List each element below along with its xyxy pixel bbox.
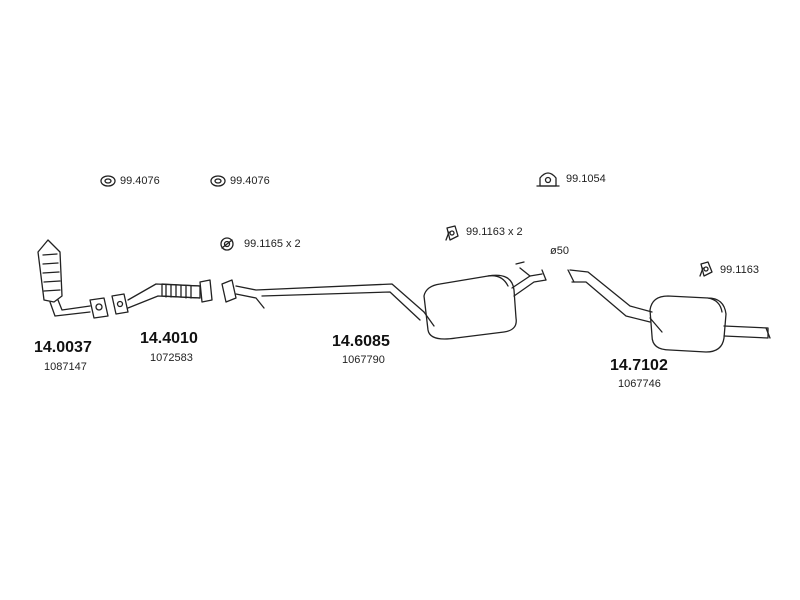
mount-part-number: 99.1163	[720, 264, 759, 276]
part-number: 14.7102	[610, 357, 668, 374]
part-number: 14.6085	[332, 333, 390, 350]
rubber-mount-icon	[445, 225, 459, 241]
mount-part-number: 99.1165 x 2	[244, 238, 301, 250]
oe-number: 1087147	[44, 361, 87, 373]
part-number: 14.4010	[140, 330, 198, 347]
middle-silencer-part	[221, 261, 547, 340]
diameter-label: ø50	[550, 245, 569, 257]
clamp-part-number: 99.1054	[566, 173, 606, 185]
part-number: 14.0037	[34, 339, 92, 356]
oe-number: 1067746	[618, 378, 661, 390]
rubber-mount-icon	[699, 261, 713, 277]
clamp-icon	[536, 172, 560, 187]
oe-number: 1072583	[150, 352, 193, 364]
gasket-part-number: 99.4076	[230, 175, 270, 187]
mount-part-number: 99.1163 x 2	[466, 226, 523, 238]
gasket-ring-icon	[210, 175, 226, 187]
catalytic-converter-part	[37, 239, 109, 319]
gasket-ring-icon	[100, 175, 116, 187]
flex-pipe-part	[111, 279, 213, 315]
gasket-part-number: 99.4076	[120, 175, 160, 187]
rubber-mount-icon	[220, 237, 234, 251]
rear-silencer-part	[567, 269, 771, 353]
oe-number: 1067790	[342, 354, 385, 366]
